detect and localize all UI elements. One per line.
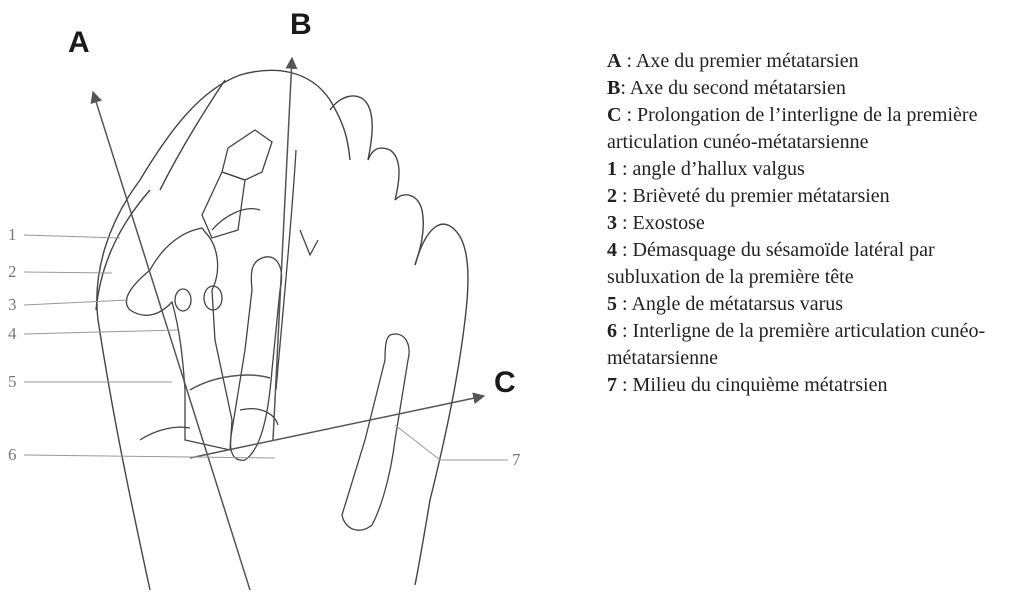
legend-text: : Axe du second métatarsien bbox=[620, 77, 846, 99]
callout-2: 2 bbox=[8, 262, 17, 281]
legend-item-b: B: Axe du second métatarsien bbox=[607, 75, 1007, 102]
axis-c-line bbox=[190, 396, 484, 458]
angle-arc bbox=[190, 375, 270, 390]
legend-key: B bbox=[607, 77, 620, 99]
legend-key: 2 bbox=[607, 185, 617, 207]
legend-text: : angle d’hallux valgus bbox=[617, 158, 805, 180]
callout-6: 6 bbox=[8, 445, 17, 464]
legend-item-3: 3 : Exostose bbox=[607, 210, 1007, 237]
legend-item-c: C : Prolongation de l’interligne de la p… bbox=[607, 102, 1007, 156]
legend-item-2: 2 : Brièveté du premier métatarsien bbox=[607, 183, 1007, 210]
legend-key: C bbox=[607, 104, 621, 126]
legend-item-5: 5 : Angle de métatarsus varus bbox=[607, 291, 1007, 318]
callout-7: 7 bbox=[512, 450, 521, 469]
legend-text: : Prolongation de l’interligne de la pre… bbox=[607, 104, 977, 153]
axes bbox=[93, 58, 484, 590]
legend-key: 7 bbox=[607, 374, 617, 396]
callout-3: 3 bbox=[8, 295, 17, 314]
legend-item-4: 4 : Démasquage du sésamoïde latéral par … bbox=[607, 237, 1007, 291]
legend: A : Axe du premier métatarsien B: Axe du… bbox=[607, 48, 1007, 399]
legend-text: : Brièveté du premier métatarsien bbox=[617, 185, 890, 207]
legend-key: A bbox=[607, 50, 621, 72]
callout-1: 1 bbox=[8, 225, 17, 244]
legend-item-7: 7 : Milieu du cinquième métatrsien bbox=[607, 372, 1007, 399]
legend-text: : Exostose bbox=[617, 212, 705, 234]
legend-item-6: 6 : Interligne de la première articulati… bbox=[607, 318, 1007, 372]
legend-text: : Milieu du cinquième métatrsien bbox=[617, 374, 888, 396]
legend-key: 6 bbox=[607, 320, 617, 342]
legend-key: 4 bbox=[607, 239, 617, 261]
legend-text: : Démasquage du sésamoïde latéral par su… bbox=[607, 239, 935, 288]
axis-label-a: A bbox=[68, 26, 90, 59]
foot-outline bbox=[96, 70, 468, 590]
legend-item-a: A : Axe du premier métatarsien bbox=[607, 48, 1007, 75]
legend-key: 3 bbox=[607, 212, 617, 234]
axis-label-b: B bbox=[290, 8, 312, 41]
legend-item-1: 1 : angle d’hallux valgus bbox=[607, 156, 1007, 183]
legend-text: : Angle de métatarsus varus bbox=[617, 293, 843, 315]
legend-key: 1 bbox=[607, 158, 617, 180]
callout-5: 5 bbox=[8, 372, 17, 391]
legend-text: : Axe du premier métatarsien bbox=[621, 50, 858, 72]
legend-key: 5 bbox=[607, 293, 617, 315]
legend-text: : Interligne de la première articulation… bbox=[607, 320, 985, 369]
axis-label-c: C bbox=[494, 366, 516, 399]
leader-lines bbox=[24, 235, 508, 460]
foot-diagram: A B C 1 2 3 4 5 6 7 bbox=[0, 0, 580, 595]
callout-4: 4 bbox=[8, 324, 17, 343]
